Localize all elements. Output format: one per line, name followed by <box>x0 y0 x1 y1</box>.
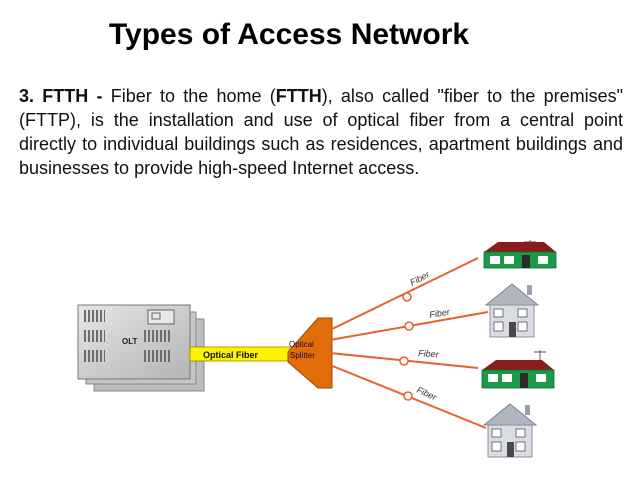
house-2-residence <box>484 283 540 338</box>
ftth-intro: Fiber to the home ( <box>102 86 276 106</box>
slide-title: Types of Access Network <box>0 18 638 52</box>
fiber-connector-2 <box>404 321 414 331</box>
slide-title-text: Types of Access Network <box>108 18 470 51</box>
fiber-connector-3 <box>399 356 409 366</box>
fiber-label-3: Fiber <box>418 348 440 359</box>
fiber-connectors <box>399 292 414 401</box>
fiber-lines <box>329 257 489 429</box>
splitter-label-2: Splitter <box>290 351 315 360</box>
house-3-business <box>481 350 555 389</box>
optical-fiber-label: Optical Fiber <box>203 350 259 360</box>
item-number: 3. <box>19 86 35 106</box>
ftth-term: FTTH - <box>42 86 103 106</box>
house-1-business <box>483 240 557 269</box>
house-4-residence <box>482 403 538 458</box>
fiber-label-2: Fiber <box>429 306 452 320</box>
ftth-description: ), also called "fiber to the premises" (… <box>19 86 623 178</box>
splitter-label-1: Optical <box>289 340 314 349</box>
fiber-label-1: Fiber <box>408 269 432 288</box>
fiber-connector-4 <box>403 391 413 401</box>
ftth-term-bold: FTTH <box>275 86 322 106</box>
optical-splitter: Optical Splitter <box>287 317 333 389</box>
olt-label: OLT <box>122 337 138 346</box>
olt-device: OLT <box>77 304 205 392</box>
fiber-connector-1 <box>402 292 412 302</box>
ftth-paragraph: 3. FTTH - Fiber to the home (FTTH), also… <box>19 84 623 180</box>
optical-fiber-link: Optical Fiber <box>189 346 291 362</box>
